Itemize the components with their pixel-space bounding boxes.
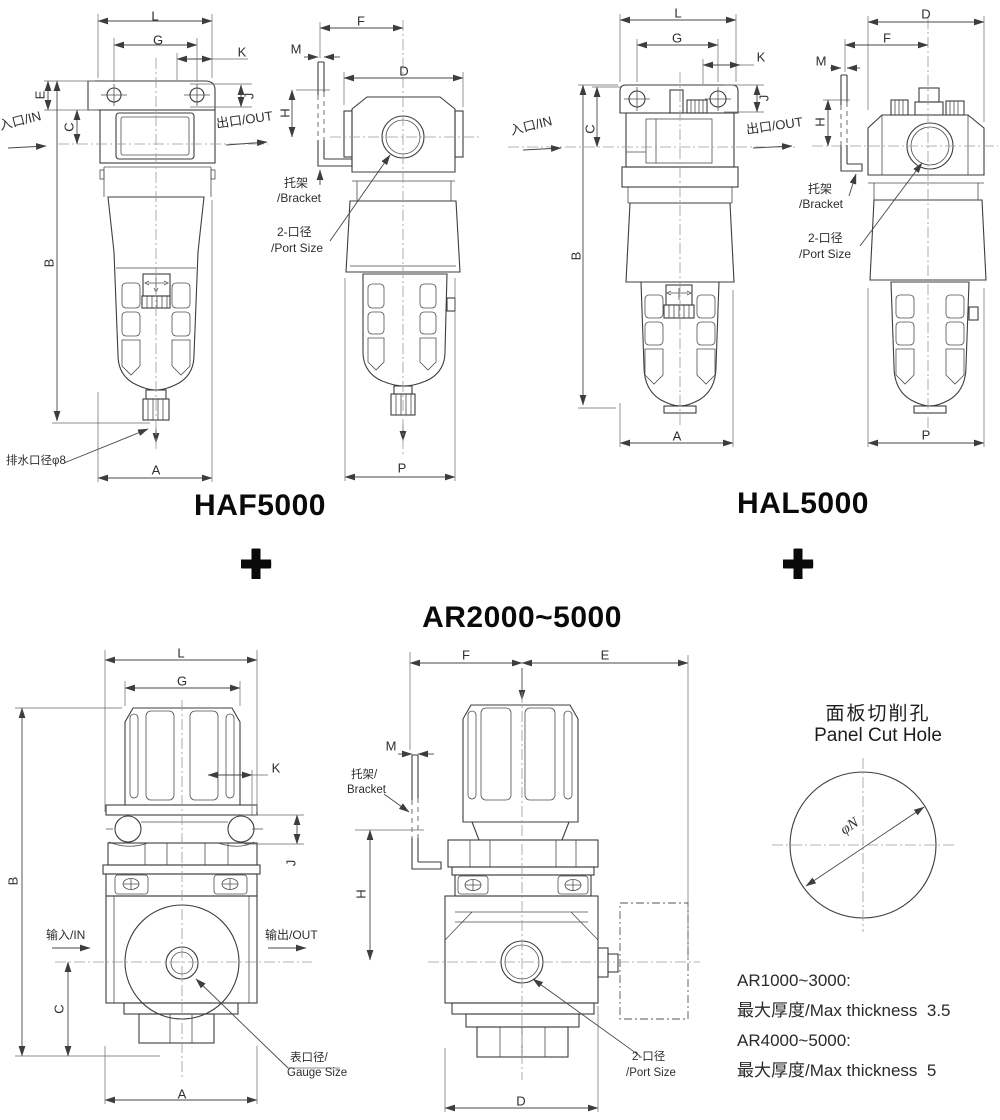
haf-front-dim-L: L xyxy=(151,8,159,24)
hal-side-dim-D: D xyxy=(921,6,931,22)
note-ar1000-3000: AR1000~3000: xyxy=(737,971,851,990)
ar-side-drawing xyxy=(355,652,700,1112)
ar-front-dim-G: G xyxy=(176,673,188,689)
ar-front-dim-A: A xyxy=(177,1086,187,1102)
note-max-thickness-5: 最大厚度/Max thickness 5 xyxy=(737,1061,937,1080)
hal-front-dim-J: J xyxy=(756,94,772,102)
hal-front-dim-L: L xyxy=(674,5,682,21)
ar-front-dim-L: L xyxy=(177,645,185,661)
plus-icon: + xyxy=(240,533,272,594)
hal-front-dim-K: K xyxy=(756,49,766,65)
ar-inlet-label: 输入/IN xyxy=(46,928,86,942)
note-ar4000-5000: AR4000~5000: xyxy=(737,1031,851,1050)
haf-port-size-label-cn: 2-口径 xyxy=(277,225,312,239)
ar-gauge-size-label-cn: 表口径/ xyxy=(290,1052,328,1064)
haf-front-dim-K: K xyxy=(237,44,247,60)
haf-side-dim-F: F xyxy=(357,13,365,29)
panel-cut-hole-title-en: Panel Cut Hole xyxy=(814,725,942,746)
ar-front-dim-J: J xyxy=(283,859,299,867)
hal-front-dim-B: B xyxy=(568,251,584,261)
haf-front-dim-G: G xyxy=(152,32,164,48)
haf-front-dim-B: B xyxy=(41,258,57,268)
ar-bracket-label-en: Bracket xyxy=(347,784,386,796)
haf-side-dim-D: D xyxy=(399,63,409,79)
ar-side-dim-E: E xyxy=(600,647,610,663)
haf5000-side-drawing xyxy=(288,20,480,481)
panel-cut-hole-drawing xyxy=(772,758,955,932)
hal-side-dim-M: M xyxy=(815,53,827,69)
hal-side-dim-F: F xyxy=(883,30,891,46)
haf-drain-note: 排水口径φ8 xyxy=(6,455,66,467)
haf-front-dim-E: E xyxy=(32,90,48,100)
ar-side-dim-M: M xyxy=(385,738,397,754)
haf-bracket-label-en: /Bracket xyxy=(277,191,322,205)
ar-port-size-label-cn: 2-口径 xyxy=(632,1051,666,1063)
haf-bracket-label-cn: 托架 xyxy=(284,176,309,190)
haf-front-dim-C: C xyxy=(61,122,77,132)
haf-port-size-label-en: /Port Size xyxy=(271,241,324,255)
haf-front-dim-J: J xyxy=(241,92,257,100)
hal-bracket-label-cn: 托架 xyxy=(808,182,833,196)
ar-front-dim-K: K xyxy=(271,760,281,776)
note-max-thickness-35: 最大厚度/Max thickness 3.5 xyxy=(737,1001,951,1020)
hal5000-front-drawing xyxy=(508,14,795,447)
ar-bracket-label-cn: 托架/ xyxy=(351,769,378,781)
haf-side-dim-H: H xyxy=(277,108,293,118)
haf-side-dim-M: M xyxy=(290,41,302,57)
hal-side-dim-P: P xyxy=(921,427,931,443)
ar-front-dim-C: C xyxy=(51,1004,67,1014)
hal-port-size-label-cn: 2-口径 xyxy=(808,231,843,245)
ar-side-dim-F: F xyxy=(462,647,470,663)
ar-front-drawing xyxy=(15,650,340,1104)
ar-side-dim-H: H xyxy=(353,889,369,899)
haf5000-title: HAF5000 xyxy=(194,489,326,522)
ar-port-size-label-en: /Port Size xyxy=(626,1067,676,1079)
ar-gauge-size-label-en: Gauge Size xyxy=(287,1067,348,1079)
hal-front-dim-G: G xyxy=(671,30,683,46)
hal5000-title: HAL5000 xyxy=(737,487,869,520)
haf5000-front-drawing xyxy=(7,14,268,482)
ar-outlet-label: 输出/OUT xyxy=(265,928,318,942)
hal-side-dim-H: H xyxy=(812,117,828,127)
panel-cut-hole-title-cn: 面板切削孔 xyxy=(825,703,931,725)
hal5000-side-drawing xyxy=(812,16,998,447)
hal-bracket-label-en: /Bracket xyxy=(799,197,844,211)
ar-side-dim-D: D xyxy=(516,1093,526,1109)
plus-icon: + xyxy=(782,533,814,594)
ar-title: AR2000~5000 xyxy=(422,601,622,634)
hal-front-dim-A: A xyxy=(672,428,682,444)
haf-front-dim-A: A xyxy=(151,462,161,478)
hal-front-dim-C: C xyxy=(582,124,598,134)
ar-front-dim-B: B xyxy=(5,876,21,886)
haf-side-dim-P: P xyxy=(397,460,407,476)
hal-port-size-label-en: /Port Size xyxy=(799,247,852,261)
